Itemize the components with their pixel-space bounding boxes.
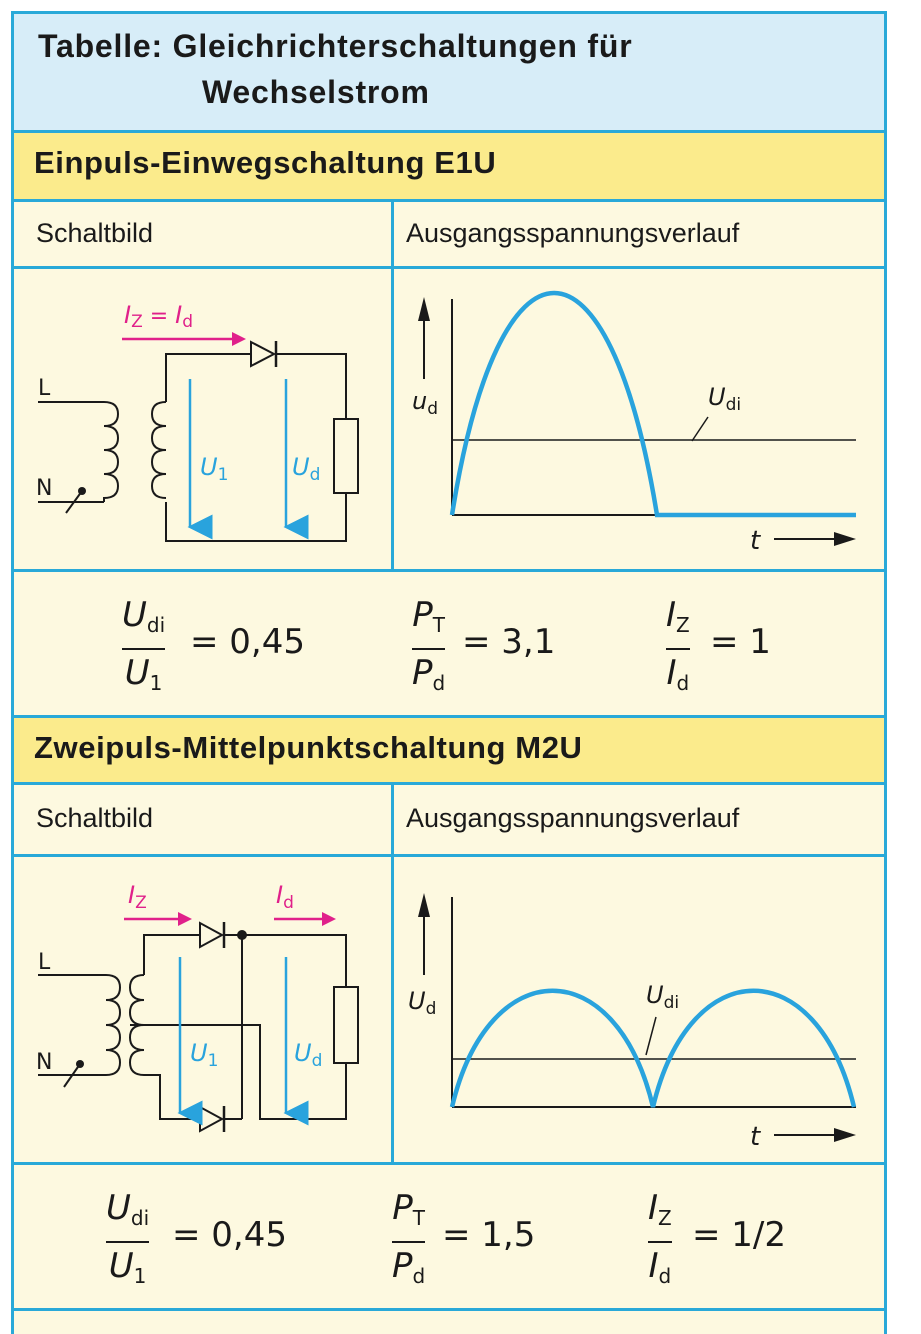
rectifier-table: Tabelle: Gleichrichterschaltungen für We…	[11, 11, 887, 1334]
formula-value-2: = 1,5	[442, 1215, 536, 1255]
axis-label-t: t	[750, 526, 761, 556]
axis-label-ud: Ud	[408, 987, 436, 1019]
col-label-schaltbild: Schaltbild	[36, 803, 154, 833]
section-heading-e1u: Einpuls-Einwegschaltung E1U	[14, 133, 884, 202]
formula-pt-pd: PT Pd	[392, 1188, 426, 1288]
diagram-row-m2u: L N IZ Id U1 Ud Ud Udi	[14, 857, 884, 1165]
label-id: Id	[276, 881, 294, 913]
output-voltage-graph-e1u: ud Udi t	[412, 291, 856, 556]
label-current-iz-id: IZ = Id	[124, 301, 193, 332]
column-labels-e1u: Schaltbild Ausgangsspannungsverlauf	[14, 202, 884, 269]
label-u1: U1	[200, 453, 228, 485]
label-u1: U1	[190, 1039, 218, 1071]
formula-pt-pd: PT Pd	[412, 595, 446, 695]
formula-iz-id: IZ Id	[666, 595, 690, 695]
formula-row-m2u: Udi U1 = 0,45 PT Pd = 1,5 IZ Id = 1/2	[14, 1165, 884, 1311]
label-iz: IZ	[128, 881, 147, 913]
label-udi: Udi	[646, 981, 679, 1013]
label-L: L	[38, 950, 51, 975]
label-udi: Udi	[708, 383, 741, 415]
formula-udi-u1: Udi U1	[106, 1188, 150, 1288]
formula-value-3: = 1	[710, 622, 771, 662]
col-label-ausgangsspannung: Ausgangsspannungsverlauf	[406, 803, 740, 833]
column-divider	[391, 202, 394, 572]
axis-label-ud: ud	[412, 387, 438, 419]
col-label-schaltbild: Schaltbild	[36, 218, 154, 248]
formula-value-2: = 3,1	[462, 622, 556, 662]
formula-value-1: = 0,45	[190, 622, 305, 662]
section-heading-text: Einpuls-Einwegschaltung E1U	[34, 145, 497, 180]
formula-value-3: = 1/2	[692, 1215, 787, 1255]
label-ud: Ud	[292, 453, 320, 485]
formula-value-1: = 0,45	[172, 1215, 287, 1255]
formula-row-e1u: Udi U1 = 0,45 PT Pd = 3,1 IZ Id = 1	[14, 572, 884, 718]
label-N: N	[36, 476, 52, 501]
formula-iz-id: IZ Id	[648, 1188, 672, 1288]
title-line-1: Tabelle: Gleichrichterschaltungen für	[38, 28, 633, 64]
section-heading-text: Zweipuls-Mittelpunktschaltung M2U	[34, 730, 583, 765]
label-ud: Ud	[294, 1039, 322, 1071]
column-divider	[391, 785, 394, 1165]
output-voltage-graph-m2u: Ud Udi t	[408, 893, 857, 1152]
title-line-2: Wechselstrom	[202, 74, 430, 110]
diagram-row-e1u: L N IZ = Id U1 Ud ud Udi	[14, 269, 884, 572]
circuit-diagram-m2u: L N IZ Id U1 Ud	[36, 881, 359, 1133]
label-L: L	[38, 376, 51, 401]
table-title: Tabelle: Gleichrichterschaltungen für We…	[14, 14, 884, 133]
label-N: N	[36, 1050, 52, 1075]
column-labels-m2u: Schaltbild Ausgangsspannungsverlauf	[14, 785, 884, 857]
formula-udi-u1: Udi U1	[122, 595, 166, 695]
section-heading-m2u: Zweipuls-Mittelpunktschaltung M2U	[14, 718, 884, 785]
col-label-ausgangsspannung: Ausgangsspannungsverlauf	[406, 218, 740, 248]
axis-label-t: t	[750, 1122, 761, 1152]
circuit-diagram-e1u: L N IZ = Id U1 Ud	[36, 301, 359, 542]
